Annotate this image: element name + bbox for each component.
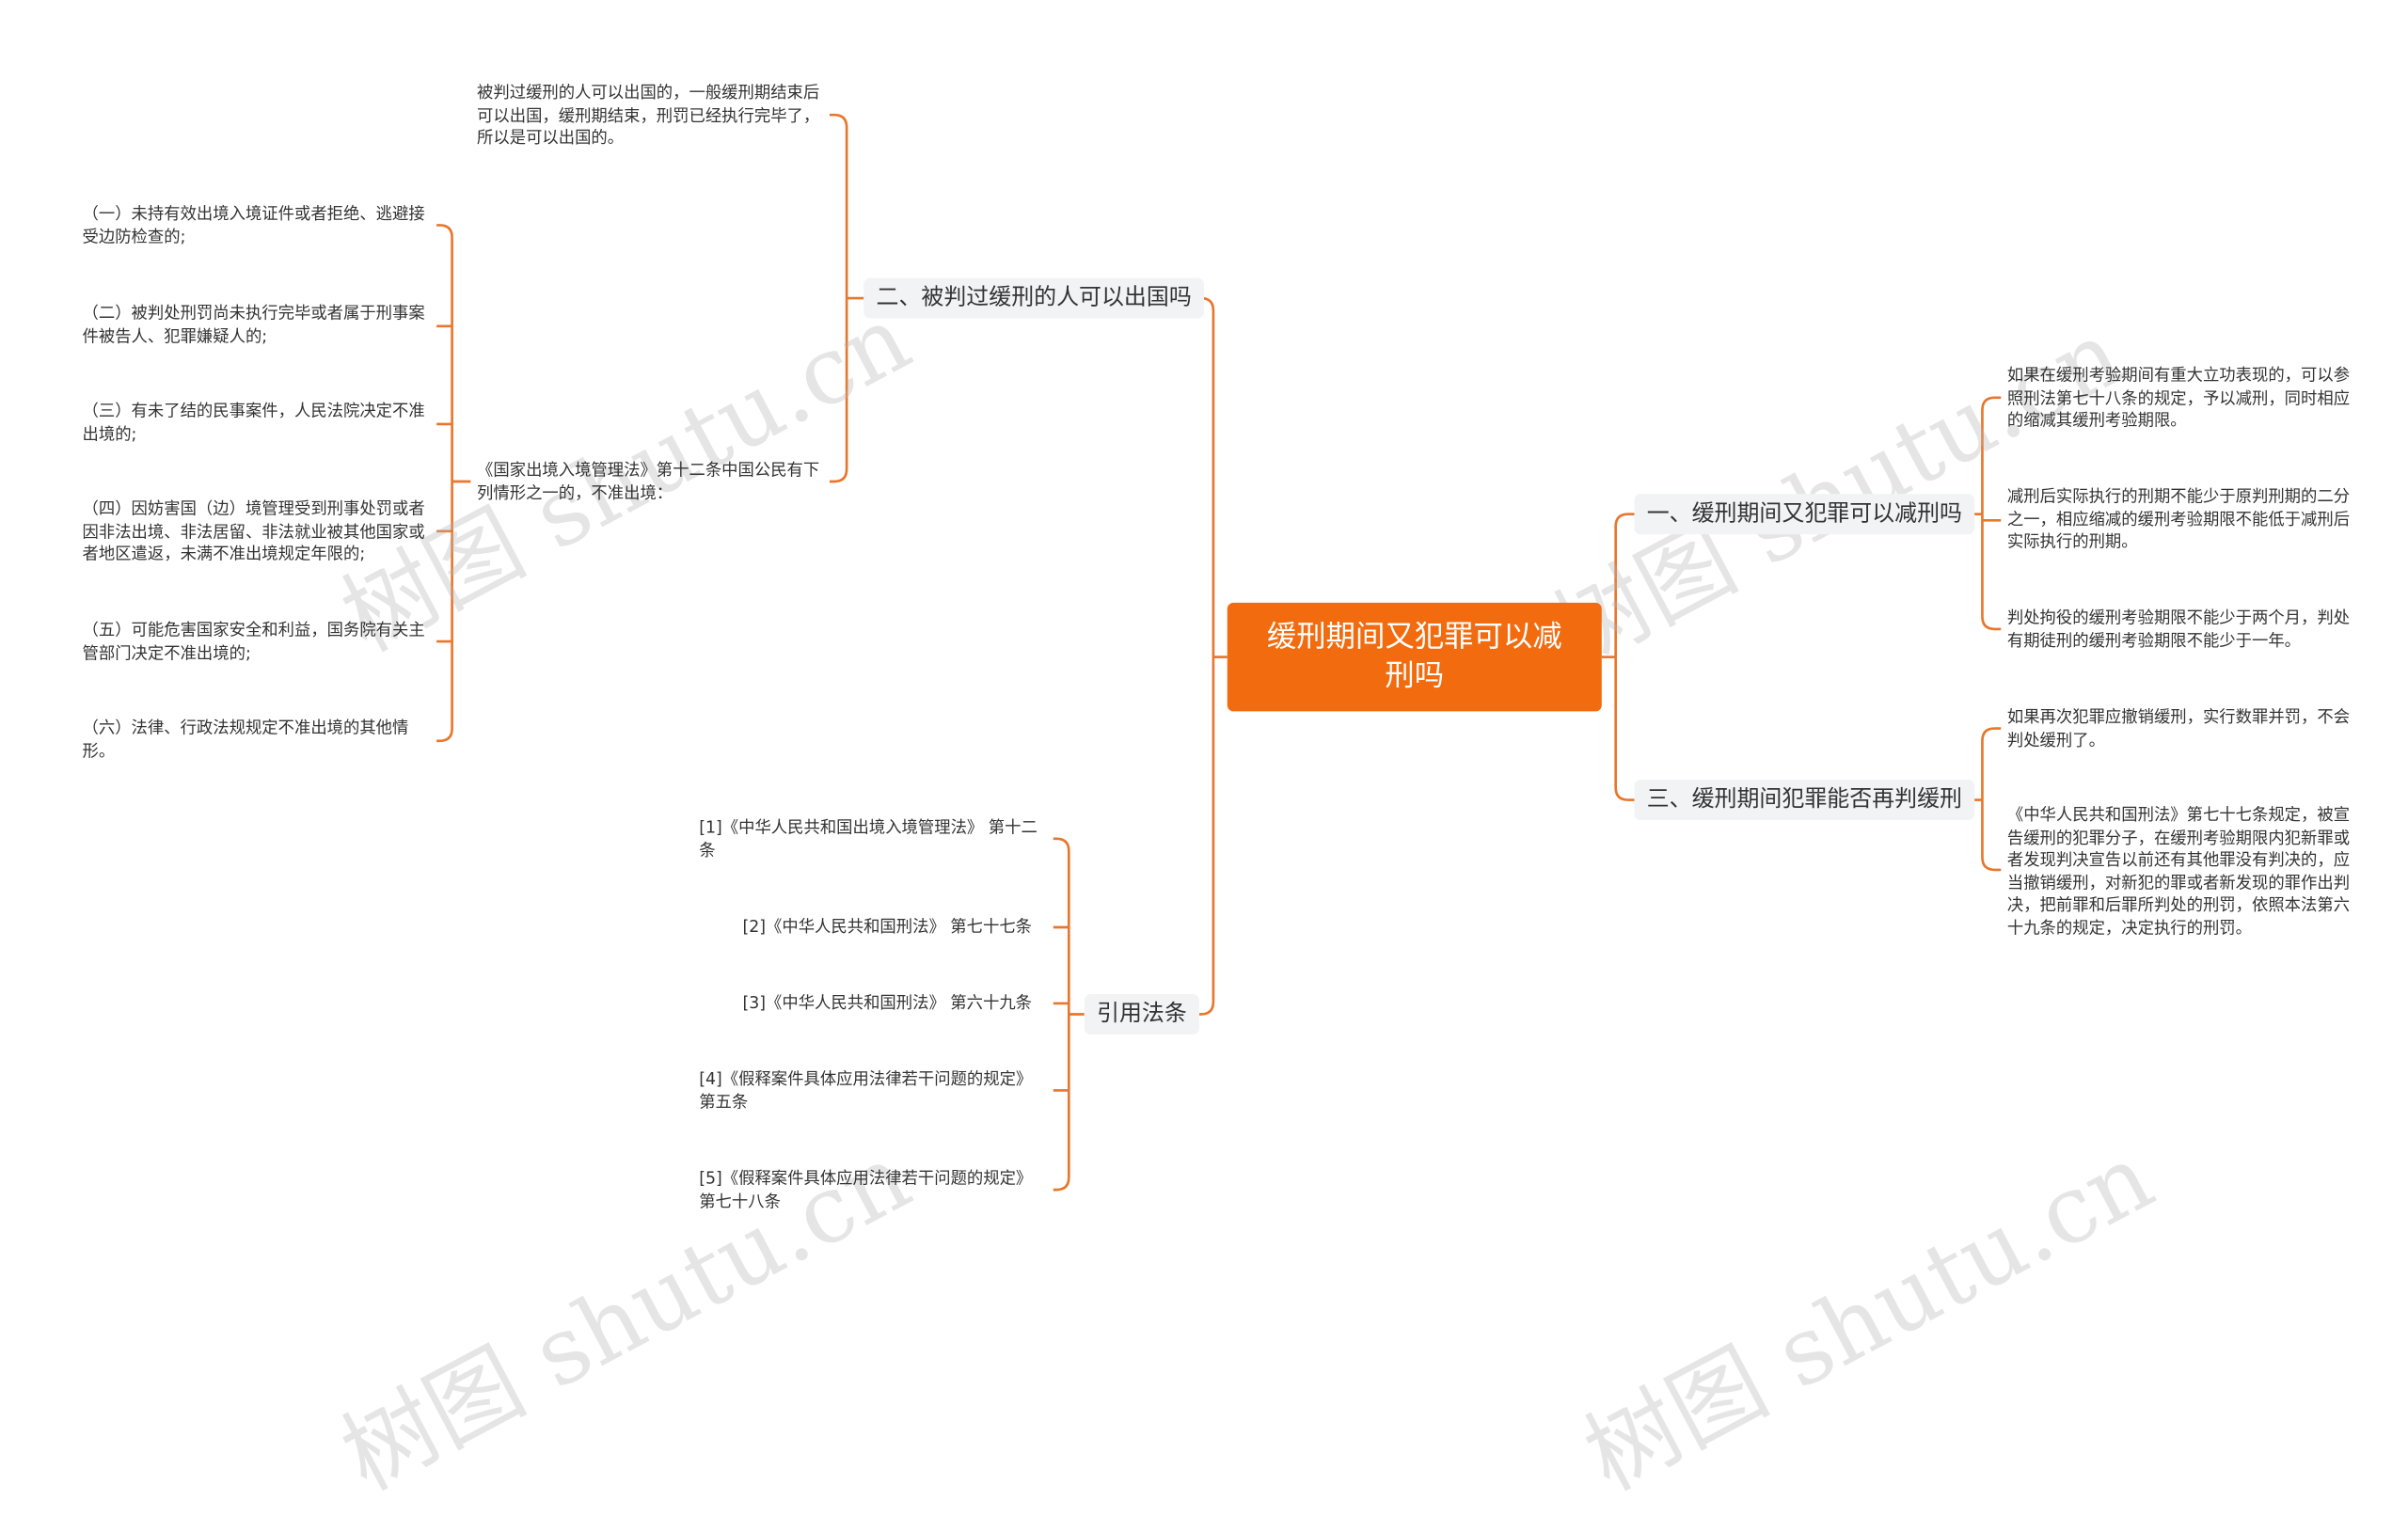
leaf-exit-law[interactable]: 《国家出境入境管理法》第十二条中国公民有下列情形之一的，不准出境： [477, 461, 820, 503]
leaf-cited-law[interactable]: [2]《中华人民共和国刑法》 第七十七条 [742, 918, 1033, 937]
branch-commutation[interactable]: 一、缓刑期间又犯罪可以减刑吗 [1634, 494, 1975, 535]
root-topic[interactable]: 缓刑期间又犯罪可以减刑吗 [1227, 602, 1602, 712]
leaf-commutation-detail[interactable]: 判处拘役的缓刑考验期限不能少于两个月，判处有期徒刑的缓刑考验期限不能少于一年。 [2006, 608, 2351, 651]
leaf-cited-law[interactable]: [1]《中华人民共和国出境入境管理法》 第十二条 [699, 818, 1038, 861]
leaf-commutation-detail[interactable]: 如果在缓刑考验期间有重大立功表现的，可以参照刑法第七十八条的规定，予以减刑，同时… [2006, 366, 2351, 431]
leaf-exit-condition[interactable]: （三）有未了结的民事案件，人民法院决定不准出境的; [82, 402, 425, 444]
leaf-exit-condition[interactable]: （六）法律、行政法规规定不准出境的其他情形。 [82, 719, 409, 761]
leaf-exit-condition[interactable]: （一）未持有效出境入境证件或者拒绝、逃避接受边防检查的; [82, 205, 425, 246]
leaf-exit-condition[interactable]: （二）被判处刑罚尚未执行完毕或者属于刑事案件被告人、犯罪嫌疑人的; [82, 304, 425, 346]
leaf-cited-law[interactable]: [4]《假释案件具体应用法律若干问题的规定》 第五条 [699, 1069, 1033, 1112]
branch-cited-laws[interactable]: 引用法条 [1084, 994, 1200, 1034]
mindmap-canvas: 树图 shutu.cn 树图 shutu.cn 树图 shutu.cn 树图 s… [82, 84, 2351, 1512]
branch-can-go-abroad[interactable]: 二、被判过缓刑的人可以出国吗 [863, 277, 1204, 319]
leaf-probation-detail[interactable]: 《中华人民共和国刑法》第七十七条规定，被宣告缓刑的犯罪分子，在缓刑考验期限内犯新… [2006, 806, 2351, 938]
leaf-abroad-intro[interactable]: 被判过缓刑的人可以出国的，一般缓刑期结束后可以出国，缓刑期结束，刑罚已经执行完毕… [477, 84, 820, 148]
connector-lines [436, 113, 2002, 1192]
leaf-commutation-detail[interactable]: 减刑后实际执行的刑期不能少于原判刑期的二分之一，相应缩减的缓刑考验期限不能低于减… [2006, 487, 2351, 552]
leaf-exit-condition[interactable]: （五）可能危害国家安全和利益，国务院有关主管部门决定不准出境的; [82, 621, 425, 663]
leaf-cited-law[interactable]: [3]《中华人民共和国刑法》 第六十九条 [742, 994, 1033, 1013]
branch-probation-again[interactable]: 三、缓刑期间犯罪能否再判缓刑 [1634, 780, 1975, 821]
leaf-exit-condition[interactable]: （四）因妨害国（边）境管理受到刑事处罚或者因非法出境、非法居留、非法就业被其他国… [82, 499, 425, 564]
leaf-probation-detail[interactable]: 如果再次犯罪应撤销缓刑，实行数罪并罚，不会判处缓刑了。 [2006, 708, 2351, 750]
leaf-cited-law[interactable]: [5]《假释案件具体应用法律若干问题的规定》 第七十八条 [699, 1169, 1033, 1211]
